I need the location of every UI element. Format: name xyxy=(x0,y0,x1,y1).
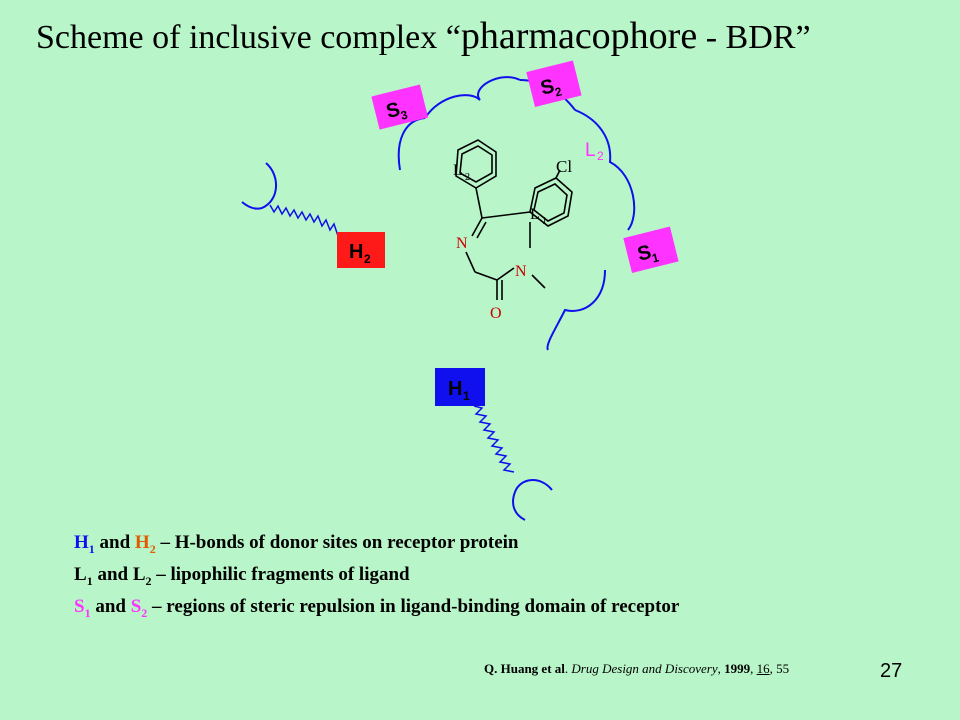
svg-text:S: S xyxy=(635,241,653,266)
svg-text:S: S xyxy=(538,75,556,100)
s2-box: S 2 xyxy=(526,60,582,108)
citation: Q. Huang et al. Drug Design and Discover… xyxy=(484,661,790,676)
h2-receptor-hook xyxy=(241,162,277,210)
n1-atom: N xyxy=(515,263,527,280)
legend-line-l: L1 and L2 – lipophilic fragments of liga… xyxy=(74,563,410,588)
h1-box: H 1 xyxy=(435,368,485,406)
n4-atom: N xyxy=(456,235,468,252)
l2-inside-label: L xyxy=(453,162,463,179)
oxygen-atom: O xyxy=(490,305,502,322)
page-number: 27 xyxy=(880,660,903,682)
svg-text:1: 1 xyxy=(650,250,660,265)
svg-text:2: 2 xyxy=(465,172,470,183)
svg-text:1: 1 xyxy=(463,389,470,403)
h2-box: H 2 xyxy=(337,232,385,268)
h2-spring xyxy=(269,204,339,237)
ligand-molecule xyxy=(455,139,573,300)
svg-text:H: H xyxy=(448,378,462,400)
s3-box: S 3 xyxy=(371,84,429,130)
svg-text:2: 2 xyxy=(597,149,604,163)
legend-line-s: S1 and S2 – regions of steric repulsion … xyxy=(74,595,680,620)
svg-text:1: 1 xyxy=(542,216,547,227)
h1-receptor-hook xyxy=(512,479,553,521)
svg-text:H: H xyxy=(349,241,363,263)
legend: H1 and H2 – H-bonds of donor sites on re… xyxy=(74,530,679,625)
legend-line-h: H1 and H2 – H-bonds of donor sites on re… xyxy=(74,532,519,556)
page-title: Scheme of inclusive complex “pharmacopho… xyxy=(36,15,811,57)
s1-box: S 1 xyxy=(623,226,679,274)
receptor-pocket-outline xyxy=(397,76,636,351)
svg-text:2: 2 xyxy=(364,252,371,266)
svg-text:2: 2 xyxy=(553,84,563,99)
svg-text:S: S xyxy=(384,98,402,123)
h1-spring xyxy=(473,405,515,473)
svg-text:3: 3 xyxy=(399,108,409,123)
l1-inside-label: L xyxy=(530,206,540,223)
l2-region-label: L xyxy=(585,140,596,161)
cl-atom: Cl xyxy=(556,157,572,176)
